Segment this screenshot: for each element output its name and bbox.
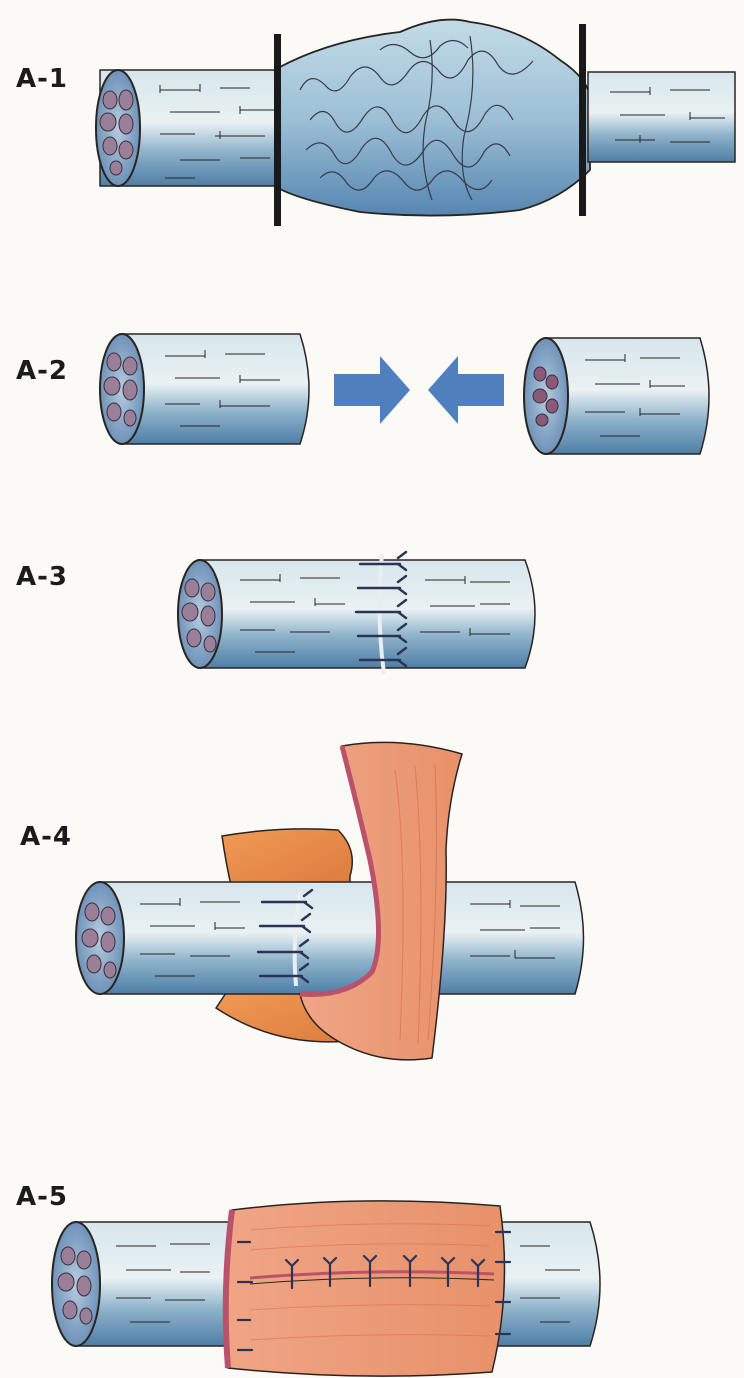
nerve-stump-icon: [524, 338, 709, 454]
nerve-stump-icon: [96, 70, 300, 186]
wrapped-flap-icon: [226, 1201, 510, 1376]
approximation-illustration: [0, 320, 744, 470]
flap-wrap-illustration: [0, 740, 744, 1080]
neuroma-illustration: [0, 0, 744, 260]
panel-a1: A-1: [0, 0, 744, 260]
nerve-stump-icon: [100, 334, 309, 444]
nerve-stump-icon: [588, 72, 735, 162]
nerve-repair-icon: [76, 882, 584, 994]
panel-a3: A-3: [0, 540, 744, 690]
nerve-repair-icon: [178, 560, 535, 668]
suture-illustration: [0, 540, 744, 690]
wrapped-closure-illustration: [0, 1170, 744, 1378]
right-arrow-icon: [334, 356, 410, 424]
panel-a2: A-2: [0, 320, 744, 470]
panel-a5: A-5: [0, 1170, 744, 1378]
neuroma-icon: [278, 20, 590, 216]
panel-a4: A-4: [0, 740, 744, 1080]
left-arrow-icon: [428, 356, 504, 424]
